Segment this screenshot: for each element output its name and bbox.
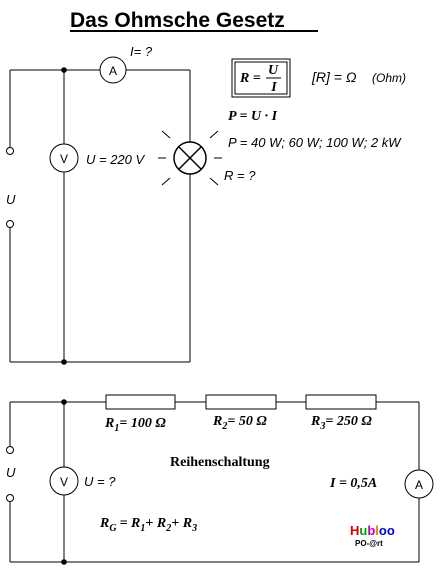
current-label: I = 0,5A xyxy=(329,476,377,491)
power-values: P = 40 W; 60 W; 100 W; 2 kW xyxy=(228,135,402,150)
junction-dot xyxy=(61,559,67,565)
logo-subtext: PO-@rt xyxy=(355,539,383,548)
unit-formula: [R] = Ω xyxy=(311,69,357,85)
ohm-formula-denominator: I xyxy=(270,80,277,95)
resistor-2-icon xyxy=(205,394,277,410)
junction-dot xyxy=(61,359,67,365)
terminal-icon xyxy=(6,147,14,155)
lamp-icon xyxy=(158,127,222,186)
page-title: Das Ohmsche Gesetz xyxy=(70,9,285,32)
voltmeter-symbol: V xyxy=(60,152,68,166)
voltmeter-icon: V xyxy=(49,466,79,496)
junction-dot xyxy=(61,67,67,73)
resistor-1-label: R1= 100 Ω xyxy=(104,416,166,434)
unit-note: (Ohm) xyxy=(372,71,406,85)
terminal-icon xyxy=(6,446,14,454)
ammeter-symbol: A xyxy=(109,64,117,78)
ammeter-icon: A xyxy=(404,469,434,499)
resistor-1-icon xyxy=(105,394,176,410)
circuit-1: U A I= ? V U = 220 V R = ? xyxy=(6,44,256,365)
circuit-caption: Reihenschaltung xyxy=(170,455,270,470)
voltage-label: U = ? xyxy=(84,474,116,489)
logo-text: Hubloo xyxy=(350,523,395,538)
junction-dot xyxy=(61,399,67,405)
ohm-formula-lhs: R = xyxy=(239,71,261,86)
ohm-formula-numerator: U xyxy=(268,63,279,78)
voltmeter-icon: V xyxy=(49,143,79,173)
source-label: U xyxy=(6,465,16,480)
formula-box-inner xyxy=(234,61,288,95)
resistor-3-icon xyxy=(305,394,377,410)
logo: Hubloo PO-@rt xyxy=(350,523,395,548)
total-resistance-formula: RG= R1+ R2+ R3 xyxy=(99,516,197,534)
terminal-icon xyxy=(6,494,14,502)
voltmeter-symbol: V xyxy=(60,475,68,489)
formulas: R = U I [R] = Ω (Ohm) P = U · I P = 40 W… xyxy=(228,58,406,150)
terminal-icon xyxy=(6,220,14,228)
ammeter-symbol: A xyxy=(415,478,423,492)
circuit-2: U R1= 100 Ω R2= 50 Ω R3= 250 Ω V U = ? R… xyxy=(6,394,434,565)
voltage-label: U = 220 V xyxy=(86,152,146,167)
resistor-2-label: R2= 50 Ω xyxy=(212,414,267,432)
current-label: I= ? xyxy=(130,44,153,59)
resistance-query: R = ? xyxy=(224,168,256,183)
resistor-3-label: R3= 250 Ω xyxy=(310,414,372,432)
source-label: U xyxy=(6,192,16,207)
ammeter-icon: A xyxy=(99,56,127,84)
power-formula: P = U · I xyxy=(228,109,278,124)
